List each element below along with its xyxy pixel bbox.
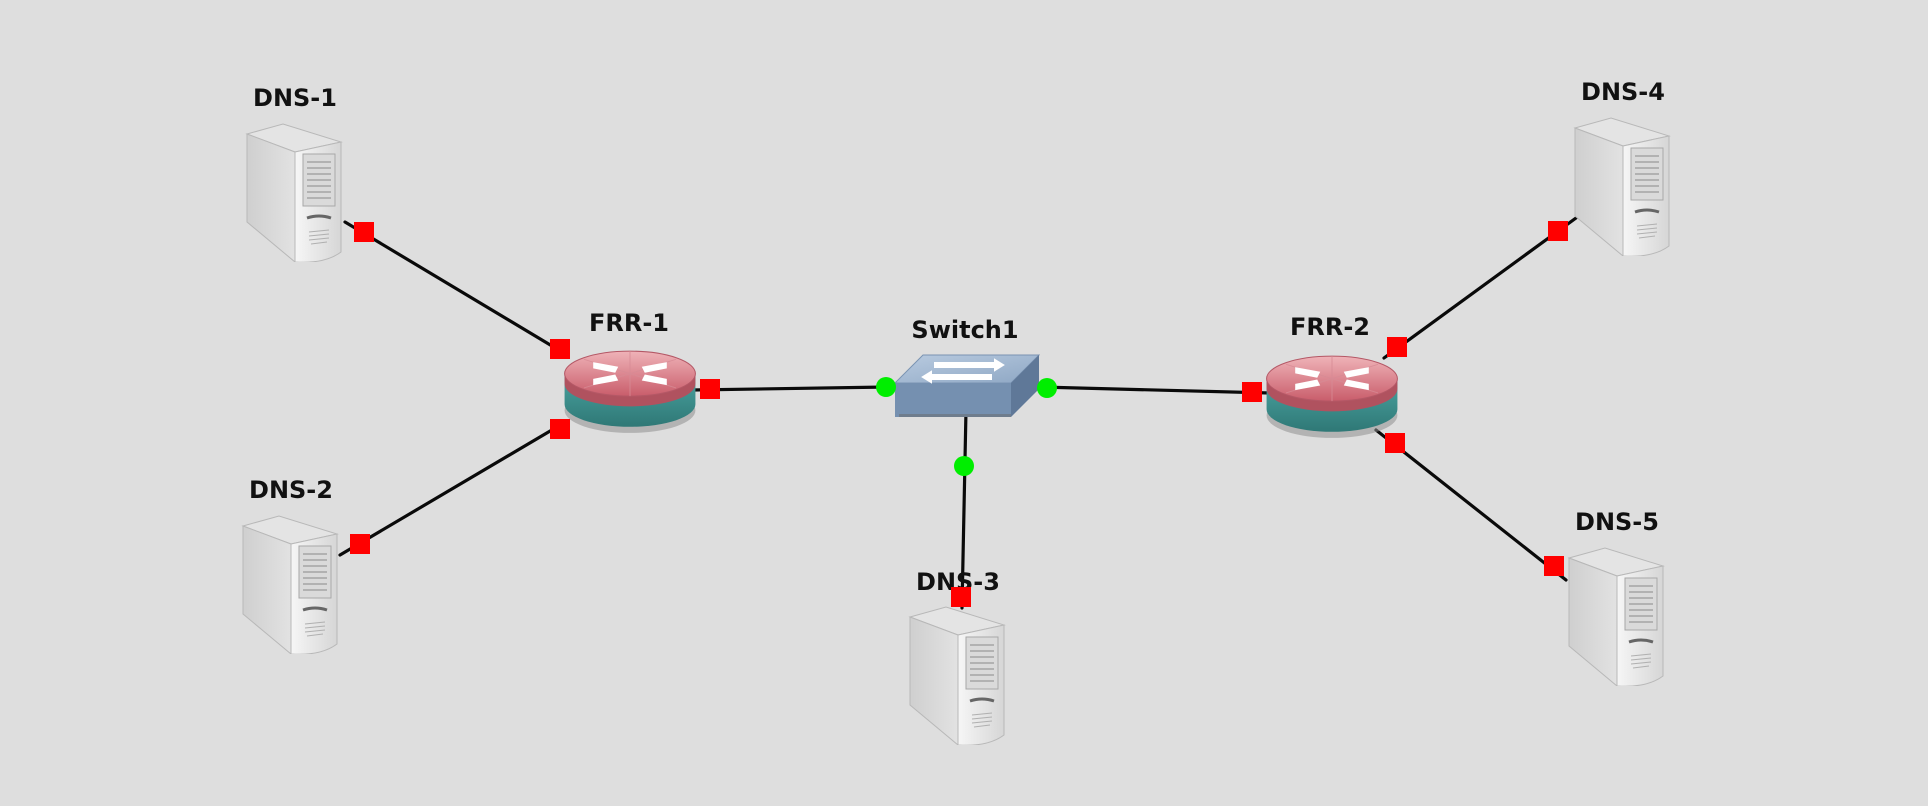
port-switch1-frr2-b[interactable] — [1242, 382, 1262, 402]
node-label: FRR-1 — [589, 309, 669, 337]
port-switch1-frr2-a[interactable] — [1037, 378, 1057, 398]
server-icon — [1567, 546, 1665, 686]
node-label: DNS-2 — [249, 476, 333, 504]
node-dns4[interactable]: DNS-4 — [1573, 78, 1671, 256]
link-dns2-frr1[interactable] — [338, 422, 564, 557]
node-dns2[interactable]: DNS-2 — [241, 476, 339, 654]
port-dns1-frr1-a[interactable] — [354, 222, 374, 242]
node-label: DNS-4 — [1581, 78, 1665, 106]
node-dns1[interactable]: DNS-1 — [245, 84, 343, 262]
port-frr1-switch1-a[interactable] — [700, 379, 720, 399]
node-frr2[interactable]: FRR-2 — [1265, 313, 1399, 439]
port-frr1-switch1-b[interactable] — [876, 377, 896, 397]
server-icon — [908, 605, 1006, 745]
link-layer — [338, 216, 1578, 610]
link-frr2-dns4[interactable] — [1382, 216, 1578, 360]
port-frr2-dns4-a[interactable] — [1387, 337, 1407, 357]
port-frr2-dns4-b[interactable] — [1548, 221, 1568, 241]
port-layer — [350, 221, 1568, 607]
link-switch1-dns3[interactable] — [960, 408, 968, 610]
node-label: DNS-5 — [1575, 508, 1659, 536]
node-label: Switch1 — [911, 316, 1018, 344]
node-switch1[interactable]: Switch1 — [895, 316, 1040, 418]
port-switch1-dns3-a[interactable] — [954, 456, 974, 476]
node-frr1[interactable]: FRR-1 — [563, 309, 697, 434]
node-dns5[interactable]: DNS-5 — [1567, 508, 1665, 686]
switch-icon — [895, 354, 1040, 418]
port-dns1-frr1-b[interactable] — [550, 339, 570, 359]
link-dns1-frr1[interactable] — [343, 220, 564, 354]
server-icon — [1573, 116, 1671, 256]
port-dns2-frr1-a[interactable] — [350, 534, 370, 554]
port-frr2-dns5-b[interactable] — [1544, 556, 1564, 576]
node-label: DNS-1 — [253, 84, 337, 112]
server-icon — [245, 122, 343, 262]
port-dns2-frr1-b[interactable] — [550, 419, 570, 439]
node-label: FRR-2 — [1290, 313, 1370, 341]
router-icon — [563, 350, 697, 434]
port-frr2-dns5-a[interactable] — [1385, 433, 1405, 453]
link-frr1-switch1[interactable] — [690, 385, 890, 392]
port-switch1-dns3-b[interactable] — [951, 587, 971, 607]
server-icon — [241, 514, 339, 654]
router-icon — [1265, 355, 1399, 439]
link-switch1-frr2[interactable] — [1038, 385, 1272, 395]
link-frr2-dns5[interactable] — [1374, 428, 1568, 582]
